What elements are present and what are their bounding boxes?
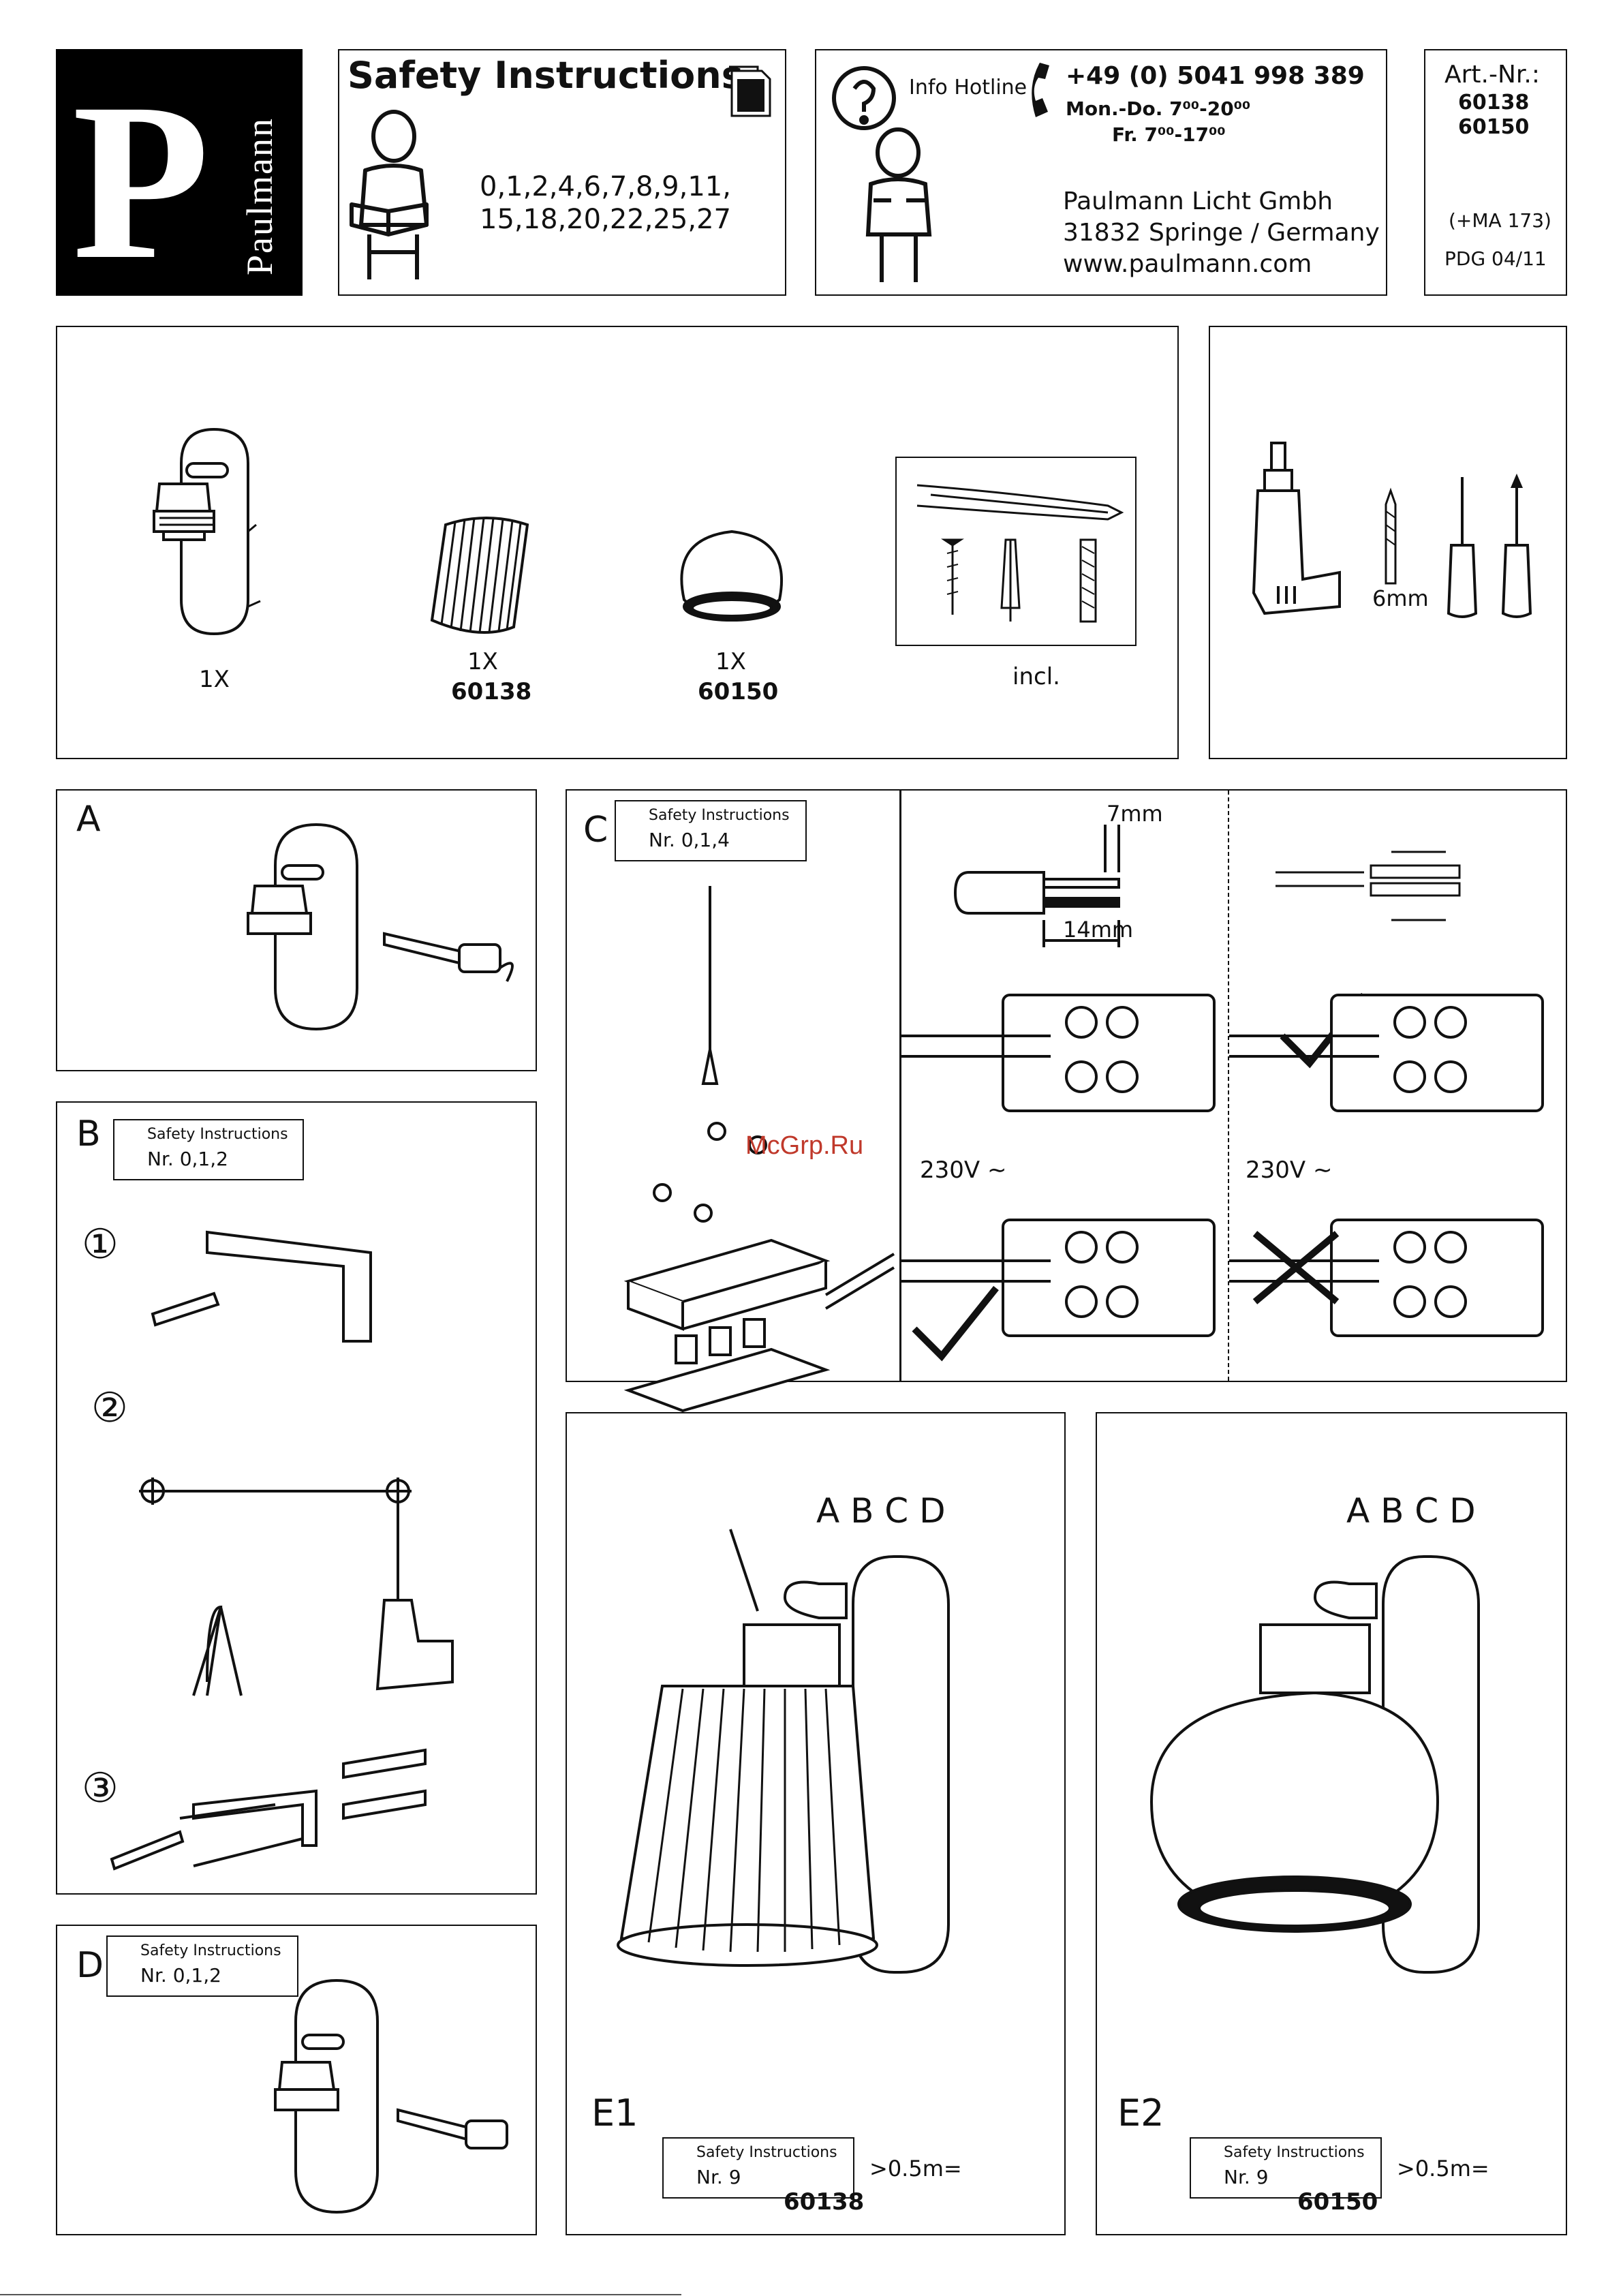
strip-outer: 7mm xyxy=(1107,801,1163,827)
section-c-label: C xyxy=(583,810,608,851)
screwdriver-icon xyxy=(1501,473,1532,618)
section-a-drawing xyxy=(247,823,514,1031)
e2-safety-ref: Safety Instructions Nr. 9 xyxy=(1190,2137,1382,2199)
phone-icon xyxy=(1032,63,1049,117)
section-c-divider xyxy=(899,791,901,1381)
bottom-rule xyxy=(0,2294,681,2295)
voltage-right: 230V ∼ xyxy=(1246,1157,1333,1184)
document-icon xyxy=(729,65,771,117)
e2-lamp-drawing xyxy=(1149,1555,1480,1974)
article-number-1: 60138 xyxy=(1458,91,1530,114)
section-d: D Safety Instructions Nr. 0,1,2 xyxy=(56,1925,537,2235)
drill-size: 6mm xyxy=(1372,585,1429,611)
section-c-safety-ref: Safety Instructions Nr. 0,1,4 xyxy=(615,800,807,861)
phone-number: +49 (0) 5041 998 389 xyxy=(1066,62,1365,90)
item1-qty: 1X xyxy=(199,666,230,693)
section-c: C Safety Instructions Nr. 0,1,4 McGrp.Ru xyxy=(566,789,1567,1413)
safety-numbers-2: 15,18,20,22,25,27 xyxy=(480,204,731,235)
section-d-drawing xyxy=(274,1978,508,2214)
watermark: McGrp.Ru xyxy=(745,1131,864,1160)
hotline-label: Info Hotline xyxy=(909,76,1027,100)
item3-qty: 1X xyxy=(715,648,746,675)
logo-letter: P xyxy=(72,57,210,306)
ribbed-shade-drawing xyxy=(430,517,529,634)
safety-numbers-1: 0,1,2,4,6,7,8,9,11, xyxy=(480,171,731,202)
e1-safety-ref: Safety Instructions Nr. 9 xyxy=(662,2137,854,2199)
pdg-code: PDG 04/11 xyxy=(1444,247,1547,270)
wiring-correct-top-right xyxy=(1229,994,1544,1112)
section-c-dashed-divider xyxy=(1228,791,1229,1381)
reading-person-icon xyxy=(350,110,429,279)
e1-distance: >0.5m= xyxy=(869,2156,962,2182)
hardware-kit-drawing xyxy=(916,484,1124,623)
strip-length-drawing xyxy=(953,825,1120,947)
company-address: 31832 Springe / Germany xyxy=(1063,219,1380,247)
e1-label: E1 xyxy=(591,2092,638,2134)
drill-icon xyxy=(1252,442,1341,615)
e2-art: 60150 xyxy=(1297,2188,1378,2216)
section-e1: A B C D E1 Safety Instructions Nr. 9 >0.… xyxy=(566,1412,1066,2235)
step-1: ① xyxy=(82,1221,119,1267)
hours-friday: Fr. 7⁰⁰-17⁰⁰ xyxy=(1112,123,1226,146)
article-box: Art.-Nr.: 60138 60150 (+MA 173) PDG 04/1… xyxy=(1424,49,1567,296)
company-name: Paulmann Licht Gmbh xyxy=(1063,187,1333,215)
hotline-box: Info Hotline +49 (0) 5041 998 389 Mon.-D… xyxy=(815,49,1387,296)
wall-lamp-base-drawing xyxy=(153,427,261,636)
cross-icon xyxy=(1252,1231,1340,1304)
hours-weekday: Mon.-Do. 7⁰⁰-20⁰⁰ xyxy=(1066,97,1251,120)
e2-label: E2 xyxy=(1117,2092,1164,2134)
terminal-block-drawing xyxy=(623,886,895,1413)
article-number-2: 60150 xyxy=(1458,115,1530,139)
e2-distance: >0.5m= xyxy=(1397,2156,1489,2182)
section-d-label: D xyxy=(76,1945,104,1986)
item4-qty: incl. xyxy=(1013,663,1060,690)
cable-sleeve-drawing xyxy=(1276,851,1461,921)
check-icon xyxy=(912,1285,999,1362)
wiring-bottom-right xyxy=(1229,1219,1544,1337)
question-person-icon xyxy=(832,66,932,282)
tools-box: 6mm xyxy=(1209,326,1567,759)
item3-art: 60150 xyxy=(698,678,779,705)
section-b: B Safety Instructions Nr. 0,1,2 ① ② ③ xyxy=(56,1101,537,1895)
step-3: ③ xyxy=(82,1765,119,1811)
e1-lamp-drawing xyxy=(617,1529,950,1974)
logo: P Paulmann xyxy=(56,49,303,296)
step-2: ② xyxy=(91,1385,128,1430)
e1-art: 60138 xyxy=(784,2188,865,2216)
drill-bit-icon xyxy=(1385,487,1397,585)
section-d-safety-ref: Safety Instructions Nr. 0,1,2 xyxy=(106,1935,298,1997)
article-label: Art.-Nr.: xyxy=(1444,61,1540,89)
item2-qty: 1X xyxy=(467,648,498,675)
section-b-label: B xyxy=(76,1114,101,1154)
e1-steps-label: A B C D xyxy=(816,1491,946,1531)
e2-steps-label: A B C D xyxy=(1346,1491,1476,1531)
screwdriver-icon xyxy=(1447,477,1478,618)
wiring-correct-top xyxy=(901,994,1216,1112)
strip-inner: 14mm xyxy=(1063,917,1134,943)
safety-instructions-box: Safety Instructions 0,1,2,4,6,7,8,9,11, … xyxy=(338,49,786,296)
section-b-drawing xyxy=(110,1230,454,1871)
item2-art: 60138 xyxy=(451,678,532,705)
contents-box: 1X 1X 60138 1X 60150 xyxy=(56,326,1179,759)
website-link[interactable]: www.paulmann.com xyxy=(1063,250,1312,278)
globe-shade-drawing xyxy=(680,530,784,622)
wiring-bottom-left xyxy=(901,1219,1216,1337)
section-a: A xyxy=(56,789,537,1071)
section-b-safety-ref: Safety Instructions Nr. 0,1,2 xyxy=(113,1119,304,1180)
logo-text: Paulmann xyxy=(239,117,280,275)
safety-title: Safety Instructions xyxy=(347,54,743,97)
ma-reference: (+MA 173) xyxy=(1449,209,1551,232)
voltage-left: 230V ∼ xyxy=(920,1157,1007,1184)
hardware-kit xyxy=(895,457,1137,646)
section-e2: A B C D E2 Safety Instructions Nr. 9 >0.… xyxy=(1096,1412,1567,2235)
section-a-label: A xyxy=(76,799,101,840)
